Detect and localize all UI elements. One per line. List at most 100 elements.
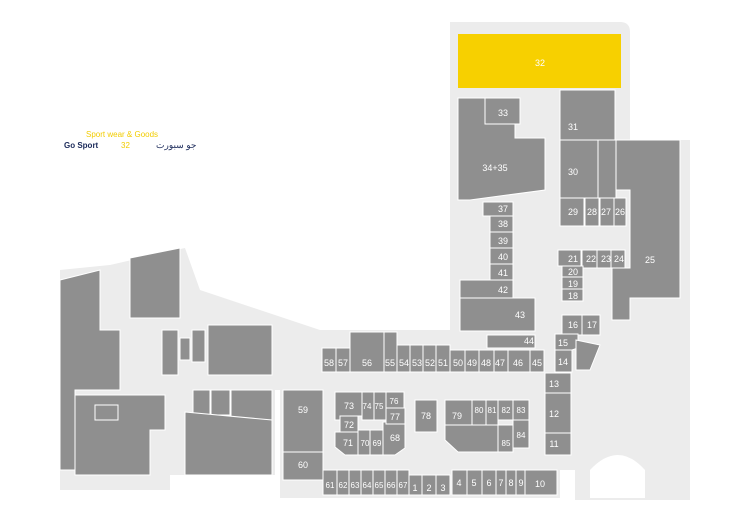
unit-label-4: 4 bbox=[456, 478, 461, 488]
unit-label-17: 17 bbox=[587, 320, 597, 330]
unit-label-11: 11 bbox=[549, 439, 558, 449]
unit-label-18: 18 bbox=[568, 291, 578, 301]
unit-label-57: 58 bbox=[324, 358, 334, 368]
shop-32-highlighted[interactable] bbox=[458, 34, 621, 88]
shop-26[interactable] bbox=[613, 197, 627, 227]
shop-unlabeled[interactable] bbox=[191, 329, 206, 363]
shop-9[interactable] bbox=[515, 469, 526, 496]
unit-label-68: 69 bbox=[373, 439, 382, 448]
unit-label-58: 59 bbox=[298, 405, 308, 415]
unit-label-63: 64 bbox=[363, 481, 372, 490]
shop-25[interactable] bbox=[611, 139, 681, 321]
entrance-arch bbox=[590, 455, 645, 498]
shop-28[interactable] bbox=[584, 197, 600, 227]
unit-label-66: 67 bbox=[399, 481, 408, 490]
shop-unlabeled[interactable] bbox=[210, 389, 231, 416]
legend-unit-number: 32 bbox=[121, 141, 130, 150]
shop-unlabeled[interactable] bbox=[129, 247, 181, 319]
unit-label-21: 21 bbox=[568, 254, 578, 264]
shop-30-annex[interactable] bbox=[597, 139, 617, 199]
unit-label-48: 49 bbox=[467, 358, 477, 368]
shop-33[interactable] bbox=[484, 97, 521, 125]
unit-label-12: 12 bbox=[549, 409, 559, 419]
unit-label-80: 81 bbox=[488, 406, 497, 415]
unit-label-33: 33 bbox=[498, 108, 508, 118]
shop-unlabeled[interactable] bbox=[179, 337, 191, 361]
unit-label-31: 31 bbox=[568, 122, 578, 132]
unit-label-37: 38 bbox=[498, 219, 508, 229]
shop-29[interactable] bbox=[559, 197, 585, 227]
shop-unlabeled[interactable] bbox=[192, 389, 211, 416]
shop-unlabeled[interactable] bbox=[94, 404, 119, 421]
unit-label-42: 43 bbox=[515, 310, 525, 320]
unit-label-32: 32 bbox=[535, 58, 545, 68]
unit-label-1: 1 bbox=[412, 483, 417, 493]
unit-label-75: 76 bbox=[390, 397, 399, 406]
shop-77[interactable] bbox=[414, 399, 438, 433]
unit-label-74: 75 bbox=[375, 402, 384, 411]
unit-label-23: 23 bbox=[601, 254, 611, 264]
unit-label-50: 51 bbox=[438, 358, 448, 368]
shop-unlabeled[interactable] bbox=[161, 329, 179, 376]
shop-30[interactable] bbox=[559, 139, 599, 199]
unit-label-15: 15 bbox=[558, 338, 568, 348]
shop-84[interactable] bbox=[497, 424, 514, 453]
unit-label-10: 10 bbox=[535, 479, 545, 489]
unit-label-73: 74 bbox=[363, 402, 372, 411]
unit-label-19: 19 bbox=[568, 279, 578, 289]
shop-24[interactable] bbox=[610, 249, 626, 269]
unit-label-44: 45 bbox=[532, 358, 542, 368]
unit-label-29: 29 bbox=[568, 207, 578, 217]
unit-label-46: 47 bbox=[495, 358, 505, 368]
shop-76[interactable] bbox=[385, 407, 406, 425]
unit-label-70: 71 bbox=[343, 438, 353, 448]
legend: Sport wear & Goods Go Sport 32 جو سبورت bbox=[64, 130, 214, 154]
shop-31[interactable] bbox=[559, 89, 616, 141]
unit-label-5: 5 bbox=[471, 478, 476, 488]
unit-label-22: 22 bbox=[586, 254, 596, 264]
shop-85[interactable] bbox=[444, 424, 499, 453]
unit-label-71: 72 bbox=[344, 420, 354, 430]
unit-label-81: 82 bbox=[502, 406, 511, 415]
shop-12[interactable] bbox=[544, 392, 572, 434]
shop-70[interactable] bbox=[334, 431, 359, 456]
legend-brand-arabic: جو سبورت bbox=[156, 140, 197, 150]
unit-label-83: 84 bbox=[517, 431, 526, 440]
unit-label-14: 14 bbox=[558, 357, 568, 367]
unit-label-34-35: 34+35 bbox=[482, 163, 507, 173]
shop-58[interactable] bbox=[282, 389, 324, 453]
unit-label-76: 77 bbox=[390, 412, 400, 422]
unit-label-36: 37 bbox=[498, 204, 508, 214]
unit-label-26: 26 bbox=[615, 207, 625, 217]
shop-17[interactable] bbox=[581, 314, 601, 336]
unit-label-84: 85 bbox=[502, 439, 511, 448]
shop-43[interactable] bbox=[486, 334, 536, 349]
unit-label-56: 57 bbox=[338, 358, 348, 368]
shop-unlabeled[interactable] bbox=[230, 389, 273, 421]
unit-label-8: 8 bbox=[508, 478, 513, 488]
unit-label-24: 24 bbox=[614, 254, 624, 264]
shop-14[interactable] bbox=[554, 349, 573, 373]
shop-59[interactable] bbox=[282, 451, 324, 481]
unit-label-43: 44 bbox=[524, 336, 534, 346]
shop-10[interactable] bbox=[524, 469, 558, 496]
shop-unlabeled[interactable] bbox=[184, 411, 273, 476]
unit-label-6: 6 bbox=[486, 478, 491, 488]
unit-label-40: 41 bbox=[498, 268, 508, 278]
legend-brand-english[interactable]: Go Sport bbox=[64, 141, 99, 150]
shop-11[interactable] bbox=[544, 432, 572, 456]
unit-label-9: 9 bbox=[518, 478, 523, 488]
unit-label-78: 79 bbox=[452, 411, 462, 421]
unit-label-52: 53 bbox=[412, 358, 422, 368]
shop-42[interactable] bbox=[459, 297, 536, 332]
shop-3[interactable] bbox=[435, 474, 451, 496]
unit-label-16: 16 bbox=[568, 320, 578, 330]
unit-label-53: 54 bbox=[399, 358, 409, 368]
shop-unlabeled[interactable] bbox=[207, 324, 273, 376]
unit-label-77: 78 bbox=[421, 411, 431, 421]
shop-57[interactable] bbox=[321, 347, 337, 373]
shop-15[interactable] bbox=[554, 333, 579, 351]
shop-18[interactable] bbox=[561, 288, 584, 302]
unit-label-67: 68 bbox=[390, 433, 400, 443]
shop-14-annex[interactable] bbox=[575, 339, 601, 371]
